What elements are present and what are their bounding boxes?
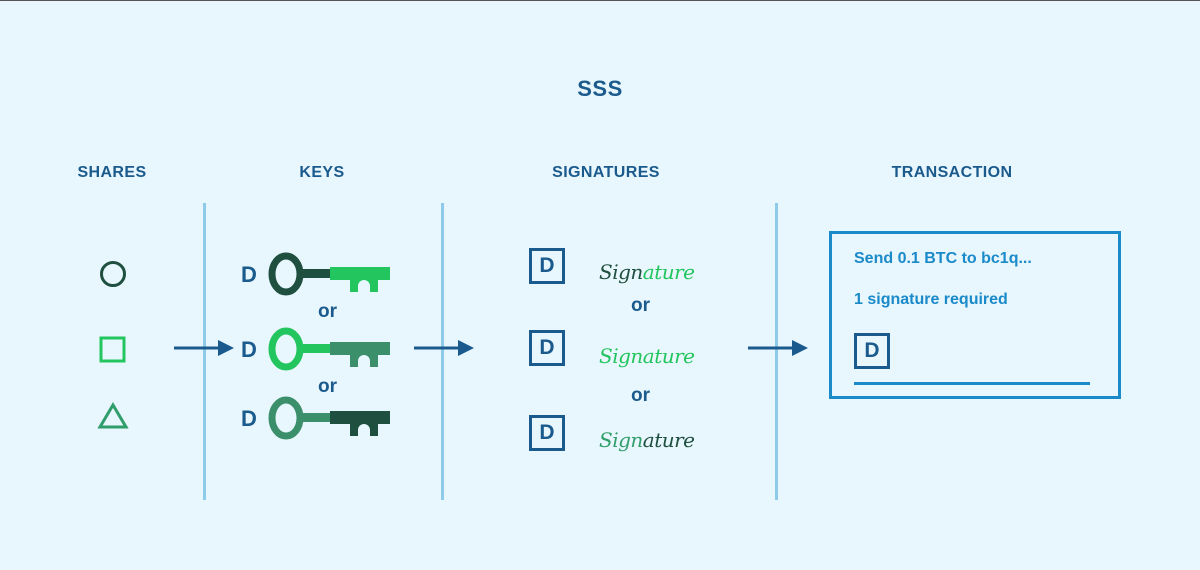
- signature-1-part1: Sign: [599, 260, 643, 284]
- divider-signatures-transaction: [775, 203, 778, 500]
- signature-2: Signature: [599, 344, 695, 368]
- signature-key-box-1: D: [529, 248, 565, 284]
- key-icon-2: [268, 327, 390, 371]
- arrow-keys-to-signatures-icon: [414, 340, 474, 356]
- divider-keys-signatures: [441, 203, 444, 500]
- transaction-card: Send 0.1 BTC to bc1q... 1 signature requ…: [829, 231, 1121, 399]
- key-letter-1: D: [241, 262, 257, 287]
- signature-1-part2: ature: [642, 260, 695, 284]
- key-icon-1: [268, 252, 390, 296]
- or-label-signatures-1: or: [631, 295, 650, 316]
- signature-2-part1: Sign: [599, 344, 643, 368]
- arrow-shares-to-keys-icon: [174, 340, 234, 356]
- square-icon: [99, 336, 126, 363]
- transaction-line-2: 1 signature required: [854, 291, 1008, 308]
- column-header-shares: SHARES: [77, 164, 147, 181]
- key-letter-2: D: [241, 337, 257, 362]
- or-label-keys-2: or: [318, 376, 337, 397]
- key-letter-3: D: [241, 406, 257, 431]
- signature-3-part2: ature: [642, 428, 695, 452]
- signature-key-box-3: D: [529, 415, 565, 451]
- column-header-transaction: TRANSACTION: [891, 164, 1013, 181]
- triangle-icon: [97, 402, 129, 429]
- top-border: [0, 0, 1200, 1]
- transaction-key-box: D: [854, 333, 890, 369]
- signature-3-part1: Sign: [599, 428, 643, 452]
- divider-shares-keys: [203, 203, 206, 500]
- signature-key-box-2: D: [529, 330, 565, 366]
- column-header-keys: KEYS: [299, 164, 345, 181]
- transaction-line-1: Send 0.1 BTC to bc1q...: [854, 250, 1032, 267]
- transaction-signature-line: [854, 382, 1090, 385]
- signature-2-part2: ature: [642, 344, 695, 368]
- signature-1: Signature: [599, 260, 695, 284]
- arrow-signatures-to-transaction-icon: [748, 340, 808, 356]
- key-icon-3: [268, 396, 390, 440]
- column-header-signatures: SIGNATURES: [552, 164, 660, 181]
- or-label-keys-1: or: [318, 301, 337, 322]
- diagram-title: SSS: [577, 76, 623, 101]
- or-label-signatures-2: or: [631, 385, 650, 406]
- signature-3: Signature: [599, 428, 695, 452]
- circle-icon: [100, 261, 126, 287]
